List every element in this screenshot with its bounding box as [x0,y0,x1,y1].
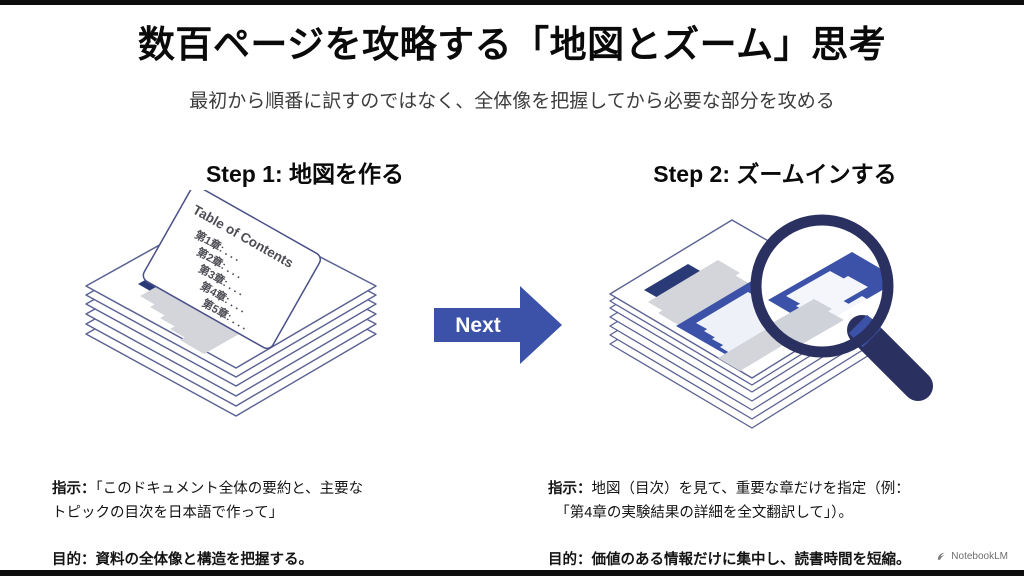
letterbox-bottom [0,570,1024,576]
magnifier-ring [750,214,894,358]
step-1-illustration: Table of Contents 第1章: . . . 第2章: . . . … [78,190,408,425]
notebooklm-watermark-label: NotebookLM [951,551,1008,562]
step-2-heading: Step 2: ズームインする [653,161,897,187]
step-1-purpose-text: 資料の全体像と構造を把握する。 [95,551,314,568]
step-1-instruction-label: 指示： [52,481,96,498]
step-1-instruction-line: 指示：「このドキュメント全体の要約と、主要なトピックの目次を日本語で作って」 [52,478,472,525]
step-2-instruction-text: 地図（目次）を見て、重要な章だけを指定（例： 「第4章の実験結果の詳細を全文翻訳… [548,481,910,521]
step-2-caption: 指示：地図（目次）を見て、重要な章だけを指定（例： 「第4章の実験結果の詳細を全… [548,455,1000,576]
notebooklm-spark-icon [936,551,947,562]
step-1-caption: 指示：「このドキュメント全体の要約と、主要なトピックの目次を日本語で作って」 目… [52,455,472,576]
slide-title: 数百ページを攻略する「地図とズーム」思考 [137,24,887,65]
next-arrow: Next [428,280,568,370]
next-arrow-label: Next [455,314,501,337]
step-1-purpose-label: 目的： [52,551,96,568]
notebooklm-watermark: NotebookLM [936,551,1008,562]
step-2-instruction-line: 指示：地図（目次）を見て、重要な章だけを指定（例： 「第4章の実験結果の詳細を全… [548,478,1000,525]
step-2-purpose-text: 価値のある情報だけに集中し、読書時間を短縮。 [591,551,911,568]
step-1-purpose-line: 目的：資料の全体像と構造を把握する。 [52,549,472,572]
step-2-purpose-line: 目的：価値のある情報だけに集中し、読書時間を短縮。 [548,549,1000,572]
letterbox-top [0,0,1024,5]
step-1-instruction-text: 「このドキュメント全体の要約と、主要なトピックの目次を日本語で作って」 [52,481,364,521]
step-2-purpose-label: 目的： [548,551,592,568]
slide-subtitle: 最初から順番に訳すのではなく、全体像を把握してから必要な部分を攻める [189,91,835,112]
step-2-illustration [600,190,960,430]
step-1-heading: Step 1: 地図を作る [205,161,405,187]
step-2-instruction-label: 指示： [548,481,592,498]
